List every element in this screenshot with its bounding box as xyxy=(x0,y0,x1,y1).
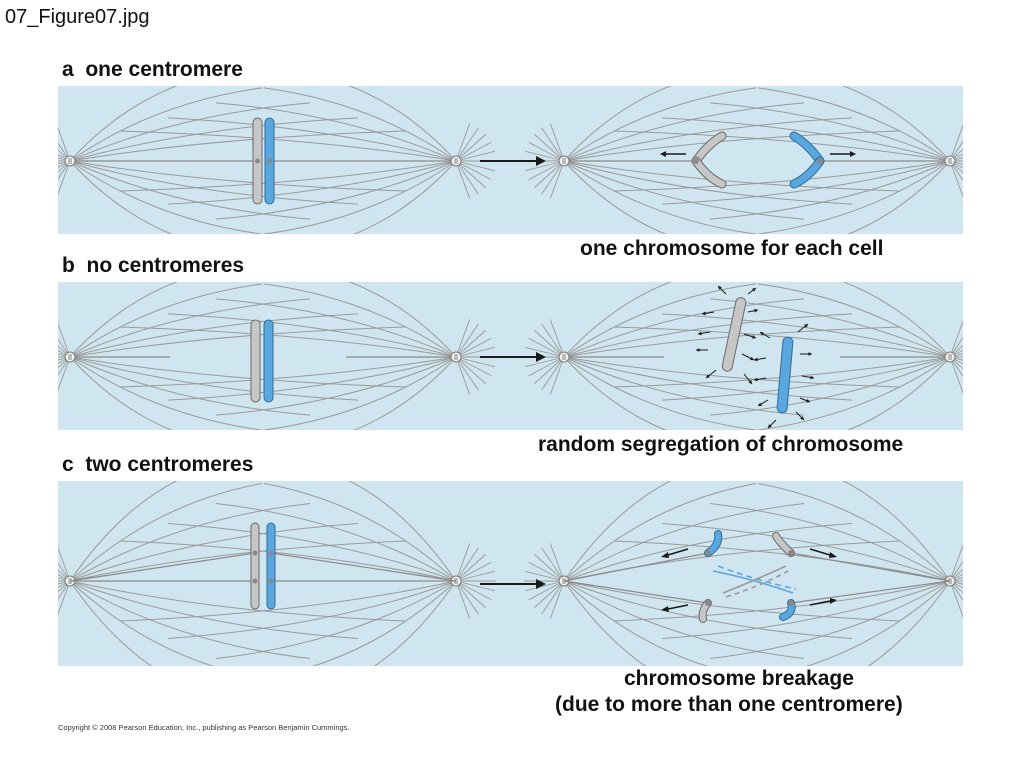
copyright-notice: Copyright © 2008 Pearson Education, Inc.… xyxy=(58,723,350,732)
panel-c xyxy=(58,481,963,666)
caption-c-line1: chromosome breakage xyxy=(624,667,854,690)
caption-b: random segregation of chromosome xyxy=(538,433,904,456)
transition-arrow-c xyxy=(480,579,546,589)
broken-gray-bottom xyxy=(698,599,712,623)
centromere-blue xyxy=(267,158,272,164)
gray-chromosome xyxy=(250,522,260,610)
random-force-arrows xyxy=(696,285,815,429)
section-b-title: no centromeres xyxy=(86,254,245,277)
broken-chromosome-strands xyxy=(712,565,797,598)
panel-b-floating-gray xyxy=(721,297,747,372)
section-c-title: two centromeres xyxy=(85,453,254,476)
kinetochore-fibers-right xyxy=(563,552,951,604)
section-b-heading: b no centromeres xyxy=(62,254,244,278)
movement-arrowheads-c xyxy=(661,552,837,612)
section-c-letter: c xyxy=(62,453,74,476)
panel-a-spindle-right xyxy=(119,86,963,234)
movement-arrows-a xyxy=(660,151,856,157)
gray-chromosome xyxy=(250,319,261,403)
panel-b-floating-blue xyxy=(776,336,794,414)
centromere-gray xyxy=(255,158,260,164)
transition-arrow-b xyxy=(480,352,546,362)
panel-a-chromosome-pair xyxy=(252,117,275,205)
blue-chromosome xyxy=(263,319,274,403)
panel-c-dicentric-pair xyxy=(250,522,276,610)
panel-a-blue-chromatid xyxy=(789,131,825,189)
broken-gray-top xyxy=(772,532,795,557)
panel-c-diagram xyxy=(58,481,963,666)
panel-c-background xyxy=(58,481,963,666)
movement-arrows-c xyxy=(667,548,831,610)
panel-b-chromosome-pair xyxy=(250,319,274,403)
kinetochore-fibers-left xyxy=(69,552,457,582)
panel-b-diagram xyxy=(58,282,963,430)
section-b-letter: b xyxy=(62,254,75,277)
panel-a-diagram xyxy=(58,86,963,234)
section-a-title: one centromere xyxy=(85,58,243,81)
blue-chromosome xyxy=(266,522,276,610)
section-a-letter: a xyxy=(62,58,74,81)
broken-blue-top xyxy=(704,530,723,557)
file-title: 07_Figure07.jpg xyxy=(5,6,150,28)
caption-a: one chromosome for each cell xyxy=(580,237,884,260)
panel-a xyxy=(58,86,963,234)
panel-b-spindle-right xyxy=(119,282,963,430)
caption-c-line2: (due to more than one centromere) xyxy=(555,693,903,716)
panel-b-spindle-left xyxy=(58,282,407,430)
section-c-heading: c two centromeres xyxy=(62,453,253,477)
broken-blue-bottom xyxy=(779,599,796,621)
section-a-heading: a one centromere xyxy=(62,58,243,82)
panel-b xyxy=(58,282,963,430)
panel-a-spindle-left xyxy=(58,86,407,234)
panel-a-gray-chromatid xyxy=(691,131,727,189)
transition-arrow-a xyxy=(480,156,546,166)
